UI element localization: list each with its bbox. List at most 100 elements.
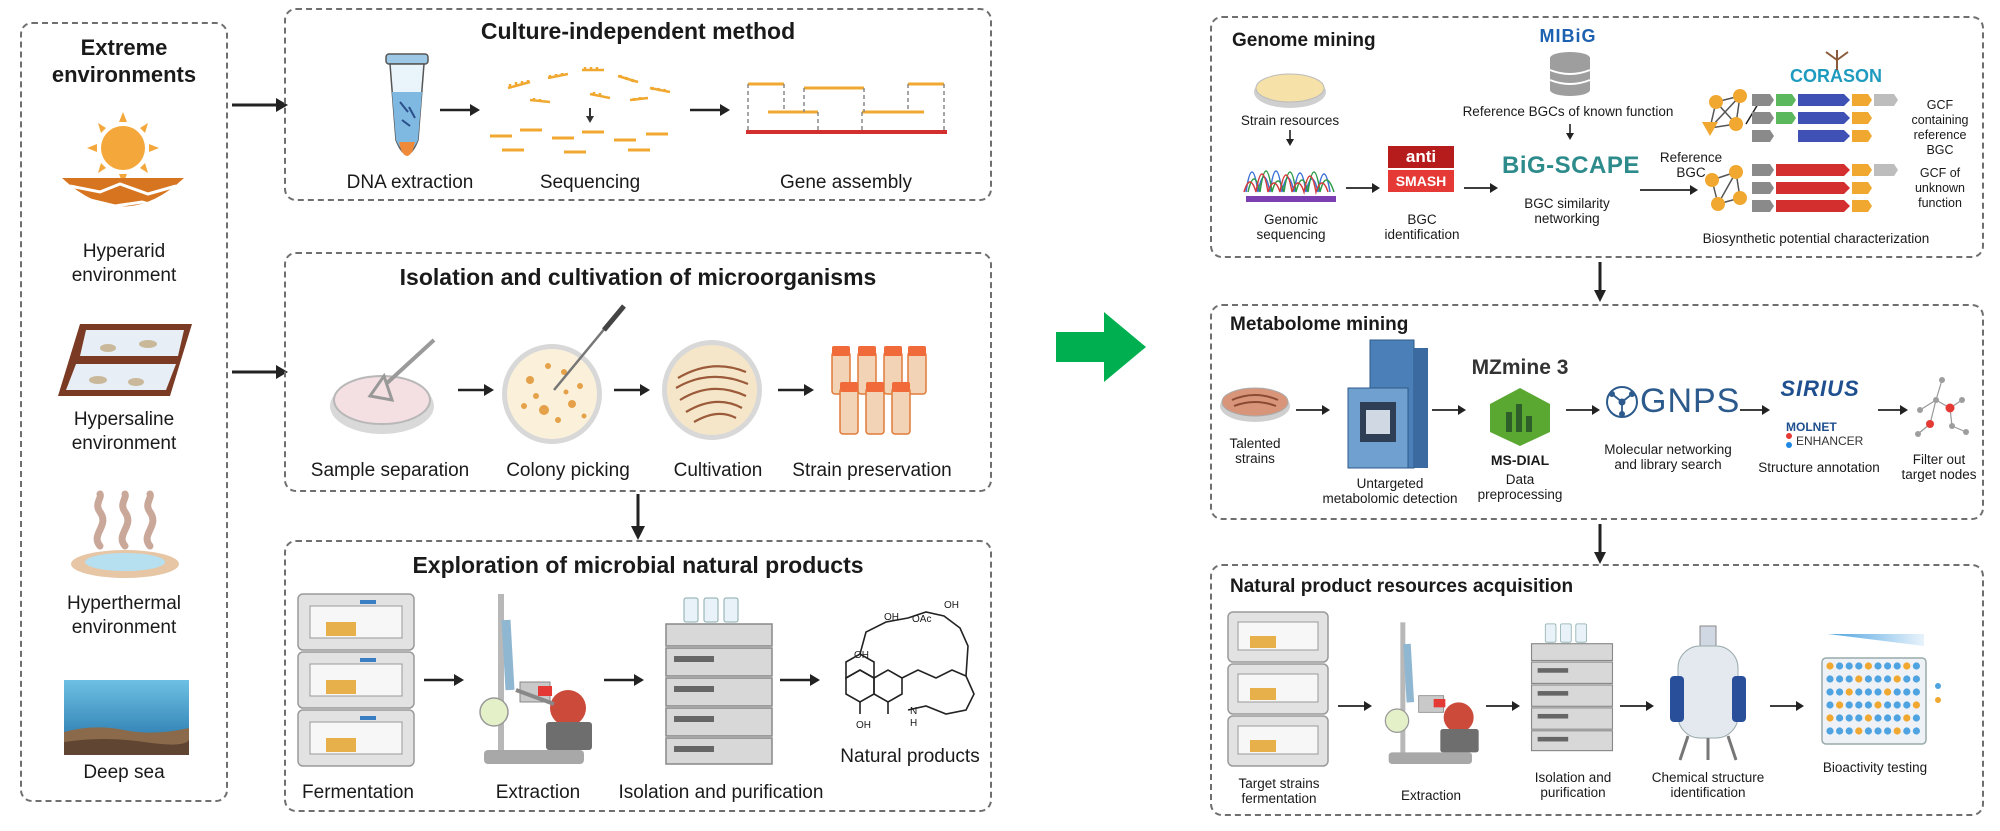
well — [1864, 688, 1872, 696]
well — [1826, 714, 1834, 722]
step-cultivation: Cultivation — [673, 460, 763, 481]
arrow-antismash-to-bigscape — [1464, 183, 1498, 193]
bgc-similarity-label: BGC similarity networking — [1524, 196, 1610, 226]
molecule-label-oh-4: OH — [856, 720, 871, 731]
arrow-sirius-to-filter — [1878, 405, 1908, 415]
env-hyperarid-label: Hyperarid environment — [71, 241, 177, 286]
well — [1884, 675, 1892, 683]
well — [1912, 701, 1920, 709]
filter-target-nodes-label: Filter out target nodes — [1901, 452, 1977, 482]
well — [1884, 714, 1892, 722]
untargeted-detection-label: Untargeted metabolomic detection — [1322, 476, 1458, 506]
well — [1884, 701, 1892, 709]
acquisition-title: Natural product resources acquisition — [1230, 576, 1574, 597]
well-plate-icon — [1821, 634, 1941, 745]
well — [1855, 701, 1863, 709]
well — [1836, 688, 1844, 696]
extreme-environments-title: Extreme environments — [51, 35, 197, 87]
well — [1836, 701, 1844, 709]
well — [1903, 714, 1911, 722]
reference-bgcs-label: Reference BGCs of known function — [1462, 104, 1674, 119]
culture-independent-title: Culture-independent method — [480, 18, 796, 44]
arrow-sep-to-colony — [458, 384, 494, 396]
colony-picking-icon — [502, 304, 626, 444]
bioactivity-testing-label: Bioactivity testing — [1822, 760, 1928, 775]
arrow-colony-to-cult — [614, 384, 650, 396]
well — [1903, 688, 1911, 696]
rotary-evaporator-icon — [479, 594, 592, 764]
env-hypersaline-label: Hypersaline environment — [71, 409, 177, 454]
arrow-gnps-to-sirius — [1740, 405, 1770, 415]
well — [1855, 662, 1863, 670]
antismash-logo-top: anti — [1388, 146, 1454, 168]
filtered-network-icon — [1915, 377, 1969, 437]
gcf-unknown-label: GCF of unknown function — [1914, 166, 1966, 210]
well — [1912, 675, 1920, 683]
well — [1912, 662, 1920, 670]
env-deep-sea-label: Deep sea — [83, 762, 165, 783]
hypersaline-icon — [58, 324, 192, 396]
well — [1893, 688, 1901, 696]
well — [1912, 727, 1920, 735]
big-green-arrow — [1056, 312, 1146, 382]
msdial-label: MS-DIAL — [1490, 452, 1550, 468]
strain-resources-label: Strain resources — [1240, 113, 1340, 128]
well — [1884, 688, 1892, 696]
arrow-extract-to-hplc — [604, 674, 644, 686]
well — [1855, 688, 1863, 696]
corason-logo: CORASON — [1790, 66, 1883, 86]
corason-tree-icon — [1825, 50, 1849, 70]
strain-preservation-icon — [831, 346, 927, 435]
fermenter-icon — [297, 593, 415, 767]
step-sample-separation: Sample separation — [310, 460, 470, 481]
bigscape-logo: BiG-SCAPE — [1502, 152, 1640, 179]
well — [1855, 675, 1863, 683]
genome-mining-title: Genome mining — [1232, 30, 1376, 51]
acquisition-panel — [1210, 564, 1984, 816]
well — [1874, 675, 1882, 683]
arrow-acq-hplc-to-nmr — [1620, 701, 1654, 711]
molnetenhancer-dots-icon — [1786, 433, 1792, 448]
sample-separation-icon — [330, 338, 436, 434]
step-extraction: Extraction — [495, 782, 581, 803]
isolation-cultivation-title: Isolation and cultivation of microorgani… — [399, 264, 877, 290]
well — [1874, 662, 1882, 670]
well — [1864, 662, 1872, 670]
gene-assembly-icon — [746, 82, 947, 134]
well — [1893, 662, 1901, 670]
bgc-network-icon — [1702, 89, 1759, 211]
well — [1845, 688, 1853, 696]
nmr-icon — [1670, 625, 1746, 761]
arrow-seq-to-assembly — [690, 104, 730, 116]
gene-cluster-arrows-icon — [1752, 94, 1898, 212]
genome-mining-panel — [1210, 16, 1984, 258]
talented-strains-icon — [1220, 387, 1290, 422]
well — [1826, 701, 1834, 709]
hyperthermal-icon — [71, 490, 179, 578]
well — [1884, 662, 1892, 670]
bgc-identification-label: BGC identification — [1384, 212, 1460, 242]
well — [1864, 714, 1872, 722]
cultivation-icon — [662, 340, 762, 440]
antismash-logo-bottom: SMASH — [1388, 170, 1454, 192]
well — [1903, 675, 1911, 683]
well — [1893, 701, 1901, 709]
arrow-talented-to-ms — [1296, 405, 1330, 415]
well — [1903, 727, 1911, 735]
arrow-acq-ferm-to-extract — [1338, 701, 1372, 711]
well — [1836, 727, 1844, 735]
well — [1903, 701, 1911, 709]
molecular-networking-label: Molecular networking and library search — [1604, 442, 1732, 472]
biosynthetic-potential-label: Biosynthetic potential characterization — [1702, 231, 1930, 246]
well — [1826, 727, 1834, 735]
well — [1836, 714, 1844, 722]
arrow-ferm-to-extract — [424, 674, 464, 686]
genomic-sequencing-label: Genomic sequencing — [1256, 212, 1326, 242]
arrow-seq-to-antismash — [1346, 183, 1380, 193]
step-sequencing: Sequencing — [539, 172, 641, 193]
well — [1903, 662, 1911, 670]
target-strains-fermentation-label: Target strains fermentation — [1238, 776, 1320, 806]
well — [1893, 727, 1901, 735]
arrow-metabolome-to-acquisition — [1594, 524, 1606, 564]
well — [1845, 714, 1853, 722]
